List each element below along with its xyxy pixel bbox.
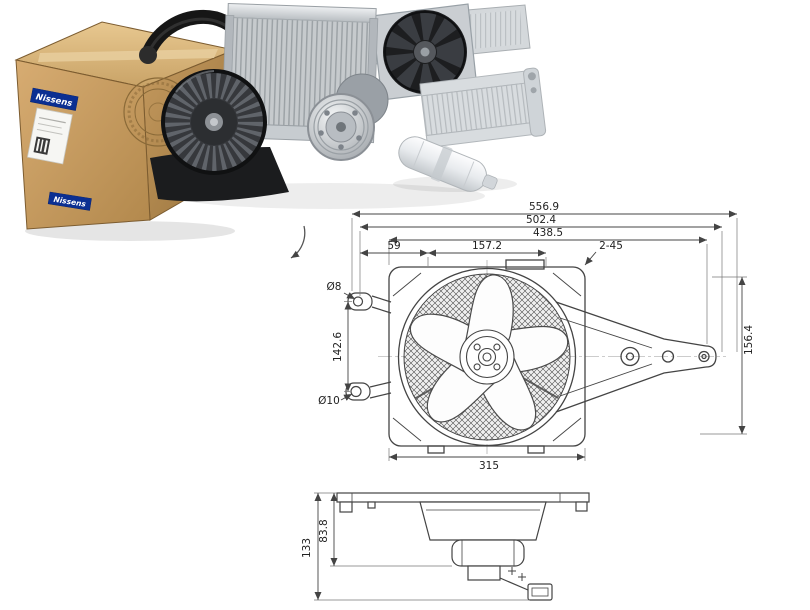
dim-dia-bottom: Ø10 — [318, 395, 340, 407]
dim-dia-top: Ø8 — [327, 281, 342, 293]
dim-depth: 83.8 — [318, 519, 330, 542]
cooling-fan-assembly — [371, 3, 478, 101]
mounting-tab-top-left — [347, 292, 392, 314]
mounting-tab-bottom-left — [345, 381, 392, 401]
shroud-connector — [505, 259, 545, 270]
heater-core — [419, 67, 547, 149]
side-view-drawing: 133 83.8 — [301, 492, 590, 601]
shadow — [25, 221, 235, 241]
dim-left-spacing: 142.6 — [332, 332, 344, 362]
dim-bottom-width: 315 — [479, 460, 499, 472]
box-brand-logo-bottom: Nissens — [47, 191, 92, 211]
dimension-lines — [340, 210, 746, 461]
product-photo: Nissens Nissens — [14, 2, 547, 241]
dim-width-59: 59 — [387, 240, 400, 252]
dim-total-width: 556.9 — [529, 201, 559, 213]
shipping-label — [26, 107, 73, 165]
compressor — [307, 73, 389, 161]
fan-hub — [459, 329, 515, 385]
receiver-drier — [398, 136, 498, 192]
mounting-bracket-right — [555, 301, 717, 413]
extension-lines — [344, 218, 747, 461]
dim-width-438: 438.5 — [533, 227, 563, 239]
side-profile — [336, 492, 590, 601]
blower-wheel — [161, 69, 267, 175]
dim-width-157: 157.2 — [472, 240, 502, 252]
rotation-arrow-icon — [290, 225, 306, 259]
front-view-drawing: 556.9 502.4 438.5 157.2 59 2-45 Ø8 Ø10 1… — [290, 201, 755, 472]
dim-right-height: 156.4 — [743, 325, 755, 355]
side-dimension-lines — [314, 493, 338, 600]
dim-width-502: 502.4 — [526, 214, 556, 226]
dim-note-2-45: 2-45 — [599, 240, 623, 252]
dim-total-height: 133 — [301, 538, 313, 558]
